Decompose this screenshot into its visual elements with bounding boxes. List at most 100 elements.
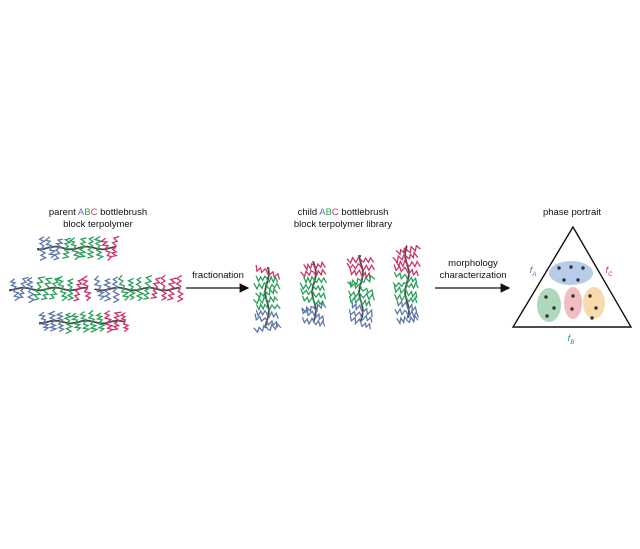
side-chain [266,282,281,291]
side-chain [150,288,158,299]
child-title-prefix: child [297,207,320,218]
parent-letter-a: A [77,207,85,218]
side-chain [112,321,121,331]
side-chain [313,312,325,322]
parent-polymer-group [9,235,185,334]
phase-dot [545,314,549,318]
phase-dot [588,294,592,298]
side-chain [86,247,95,259]
side-chain [99,237,110,249]
side-chain [255,264,268,274]
side-chain [313,291,327,300]
side-chain [53,247,61,261]
side-chain [360,292,375,301]
child-bottlebrush [392,244,421,326]
side-chain [313,276,327,284]
child-bottlebrush [253,264,282,334]
side-chain [255,309,268,318]
side-chain [135,288,145,302]
fb-symbol: f [567,333,571,344]
bottlebrush [93,274,185,304]
side-chain [406,289,418,299]
side-chain [81,321,91,333]
fc-subscript: C [608,271,613,278]
side-chain [96,288,106,301]
child-letter-b: B [325,207,332,218]
side-chain [360,270,371,280]
side-chain [266,322,282,332]
fractionation-text: fractionation [192,270,244,281]
side-chain [346,262,362,270]
phase-dot [571,294,575,298]
phase-title-text: phase portrait [542,207,602,218]
side-chain [313,301,327,312]
side-chain [266,270,280,280]
side-chain [351,301,362,312]
side-chain [255,290,268,300]
side-chain [253,281,268,291]
side-chain [126,278,135,290]
side-chain [394,271,408,281]
side-chain [66,278,74,290]
phase-dot [590,316,594,320]
axis-label-fa: fA [525,265,541,281]
side-chain [266,310,279,319]
side-chain [38,236,46,249]
bottlebrush [9,275,93,304]
side-chain [95,247,105,260]
side-chain [119,312,127,323]
child-letter-c: C [331,207,339,218]
side-chain [89,321,99,333]
side-chain [395,259,408,269]
side-chain [79,311,88,323]
side-chain [142,288,151,300]
side-chain [360,321,371,330]
side-chain [394,307,408,317]
side-chain [393,264,408,273]
phase-dot [576,278,580,282]
side-chain [95,312,104,323]
side-chain [348,290,362,299]
side-chain [255,275,268,283]
side-chain [303,262,315,272]
side-chain [62,247,71,259]
child-bottlebrush [346,255,376,330]
parent-title-prefix: parent [48,207,78,218]
side-chain [39,247,48,261]
phase-region-red [564,287,582,319]
parent-title-line2: block terpolymer [63,219,133,230]
side-chain [313,268,327,277]
side-chain [93,275,102,290]
side-chain [176,288,185,303]
side-chain [73,288,81,302]
side-chain [349,315,362,326]
side-chain [159,274,167,290]
side-chain [175,275,183,290]
side-chain [64,321,74,334]
phase-dot [570,307,574,311]
axis-label-fb: fB [563,333,579,349]
side-chain [406,314,419,324]
bottlebrush [37,310,130,334]
side-chain [80,275,89,290]
side-chain [300,288,315,296]
fa-symbol: f [529,265,533,276]
characterization-text: characterization [439,270,507,281]
side-chain [49,288,58,300]
side-chain [66,288,75,301]
side-chain [68,237,77,249]
phase-dot [544,295,548,299]
side-chain [253,296,268,305]
side-chain [167,288,176,301]
side-chain [266,303,281,311]
side-chain [360,274,376,284]
side-chain [71,247,81,261]
side-chain [253,324,268,334]
phase-dot [594,306,598,310]
axis-label-fc: fC [601,265,617,281]
side-chain [313,284,325,292]
child-title-suffix: bottlebrush [338,207,389,218]
side-chain [406,268,419,277]
side-chain [406,309,419,319]
side-chain [103,310,113,323]
